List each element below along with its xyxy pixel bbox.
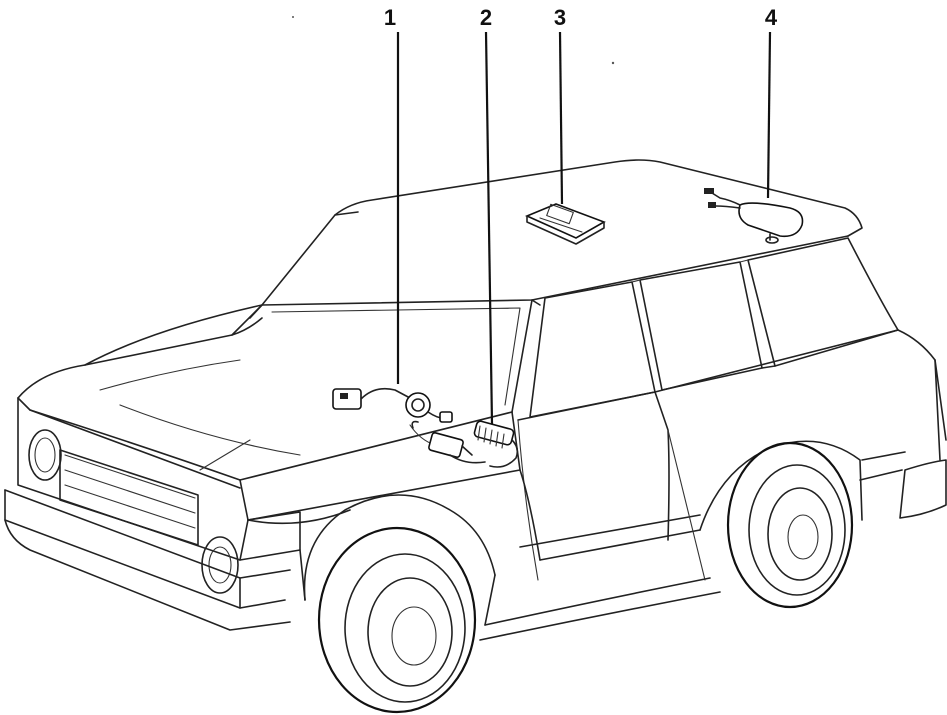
part-1-harness <box>332 387 453 446</box>
front-wheel <box>317 526 477 714</box>
callout-2: 2 <box>480 5 494 425</box>
part-4-rear-lamp <box>704 188 804 244</box>
callout-4-number: 4 <box>765 5 778 30</box>
callout-1-number: 1 <box>384 5 396 30</box>
part-3-dome-lamp <box>524 203 606 245</box>
callout-3-number: 3 <box>554 5 566 30</box>
rear-wheel <box>726 441 854 609</box>
callout-3: 3 <box>554 5 566 205</box>
part-2-connector <box>411 420 519 468</box>
callout-3-leader <box>558 31 564 205</box>
callout-1: 1 <box>384 5 400 384</box>
callout-2-number: 2 <box>480 5 492 30</box>
callout-4-leader <box>766 31 772 199</box>
callout-4: 4 <box>765 5 778 199</box>
vehicle-body <box>4 159 947 641</box>
callout-2-leader <box>484 31 494 425</box>
